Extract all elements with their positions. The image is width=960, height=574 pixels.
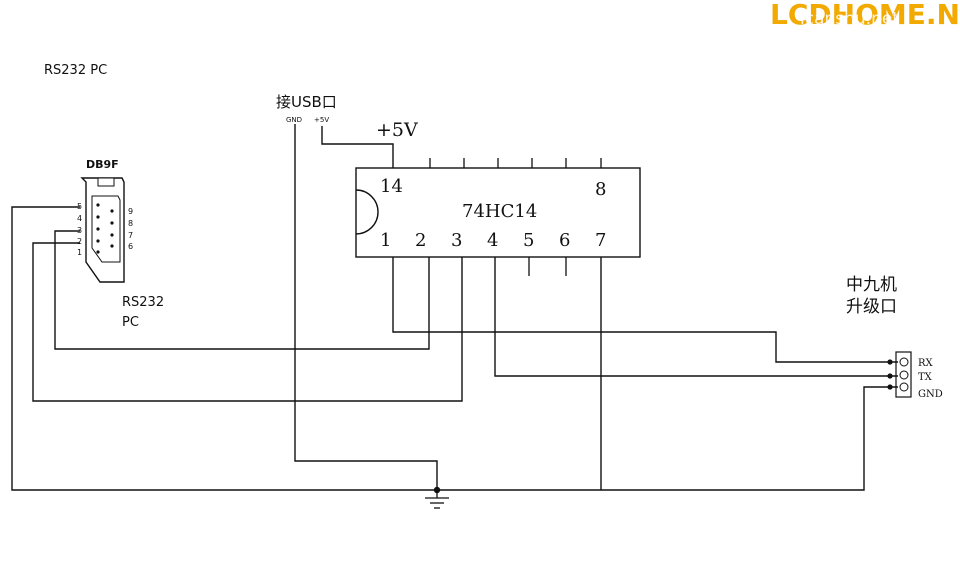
db9-contacts (96, 203, 114, 254)
db9-pin-2: 2 (77, 237, 82, 246)
ic-pin-1: 1 (380, 230, 391, 251)
ic-pin-7: 7 (595, 230, 606, 251)
watermark-overlay: icanshu.net (800, 9, 899, 29)
ground-symbol (425, 490, 449, 509)
db9-pin-1: 1 (77, 248, 82, 257)
db9-outline (80, 177, 125, 283)
target-title-line1: 中九机 (846, 275, 897, 295)
db9-pin-4: 4 (77, 214, 82, 223)
target-header-body (895, 351, 912, 398)
supply-label: +5V (376, 119, 418, 141)
ic-pin-6: 6 (559, 230, 570, 251)
ic-pin-5: 5 (523, 230, 534, 251)
wire-usb-gnd (294, 124, 438, 490)
db9-pin-6: 6 (128, 242, 133, 251)
ic-unused-pin-stubs (528, 257, 567, 276)
target-header: 中九机 升级口 RX TX GND (846, 275, 943, 400)
target-pin-rx: RX (918, 358, 934, 369)
ic-pin-3: 3 (451, 230, 462, 251)
ic-notch (355, 189, 379, 235)
db9-pin-7: 7 (128, 231, 133, 240)
target-header-pins (899, 357, 909, 392)
target-title-line2: 升级口 (846, 297, 897, 317)
wire-db9-pin2-pin3 (32, 242, 463, 402)
ic-74hc14: 74HC14 14 8 1 2 3 4 5 6 7 (355, 158, 641, 276)
target-pin-gnd: GND (918, 389, 943, 400)
ic-pin-8: 8 (595, 179, 606, 200)
db9-pin-8: 8 (128, 219, 133, 228)
junction-tx (887, 373, 893, 379)
ic-pin-14: 14 (380, 176, 403, 197)
usb-gnd-label: GND (286, 116, 302, 124)
db9-shell (91, 195, 121, 263)
db9-tab (97, 177, 115, 187)
rs232-caption-line1: RS232 (122, 295, 164, 310)
db9-label: DB9F (86, 158, 119, 171)
db9-connector: DB9F 5 4 3 2 1 9 8 7 6 RS232 PC (77, 158, 164, 330)
usb-label: 接USB口 (276, 93, 337, 111)
usb-connector: 接USB口 GND +5V (276, 93, 337, 124)
junctions (433, 359, 893, 494)
junction-gnd-header (887, 384, 893, 390)
wire-pin4-tx (494, 257, 898, 377)
watermark-brand: LCDHOME.NET (770, 0, 960, 31)
wire-db9-pin3-pin2 (54, 230, 430, 350)
usb-vcc-label: +5V (314, 116, 329, 124)
ic-name: 74HC14 (462, 201, 537, 222)
wire-pin1-rx (392, 257, 898, 363)
rs232-caption-line2: PC (122, 315, 139, 330)
junction-rx (887, 359, 893, 365)
ic-pin-4: 4 (487, 230, 498, 251)
ic-pin-2: 2 (415, 230, 426, 251)
target-pin-tx: TX (918, 372, 933, 383)
rs232-header: RS232 PC (44, 63, 107, 78)
db9-pin-9: 9 (128, 207, 133, 216)
ic-top-pin-stubs (429, 158, 602, 168)
wire-usb-vcc (321, 126, 394, 168)
